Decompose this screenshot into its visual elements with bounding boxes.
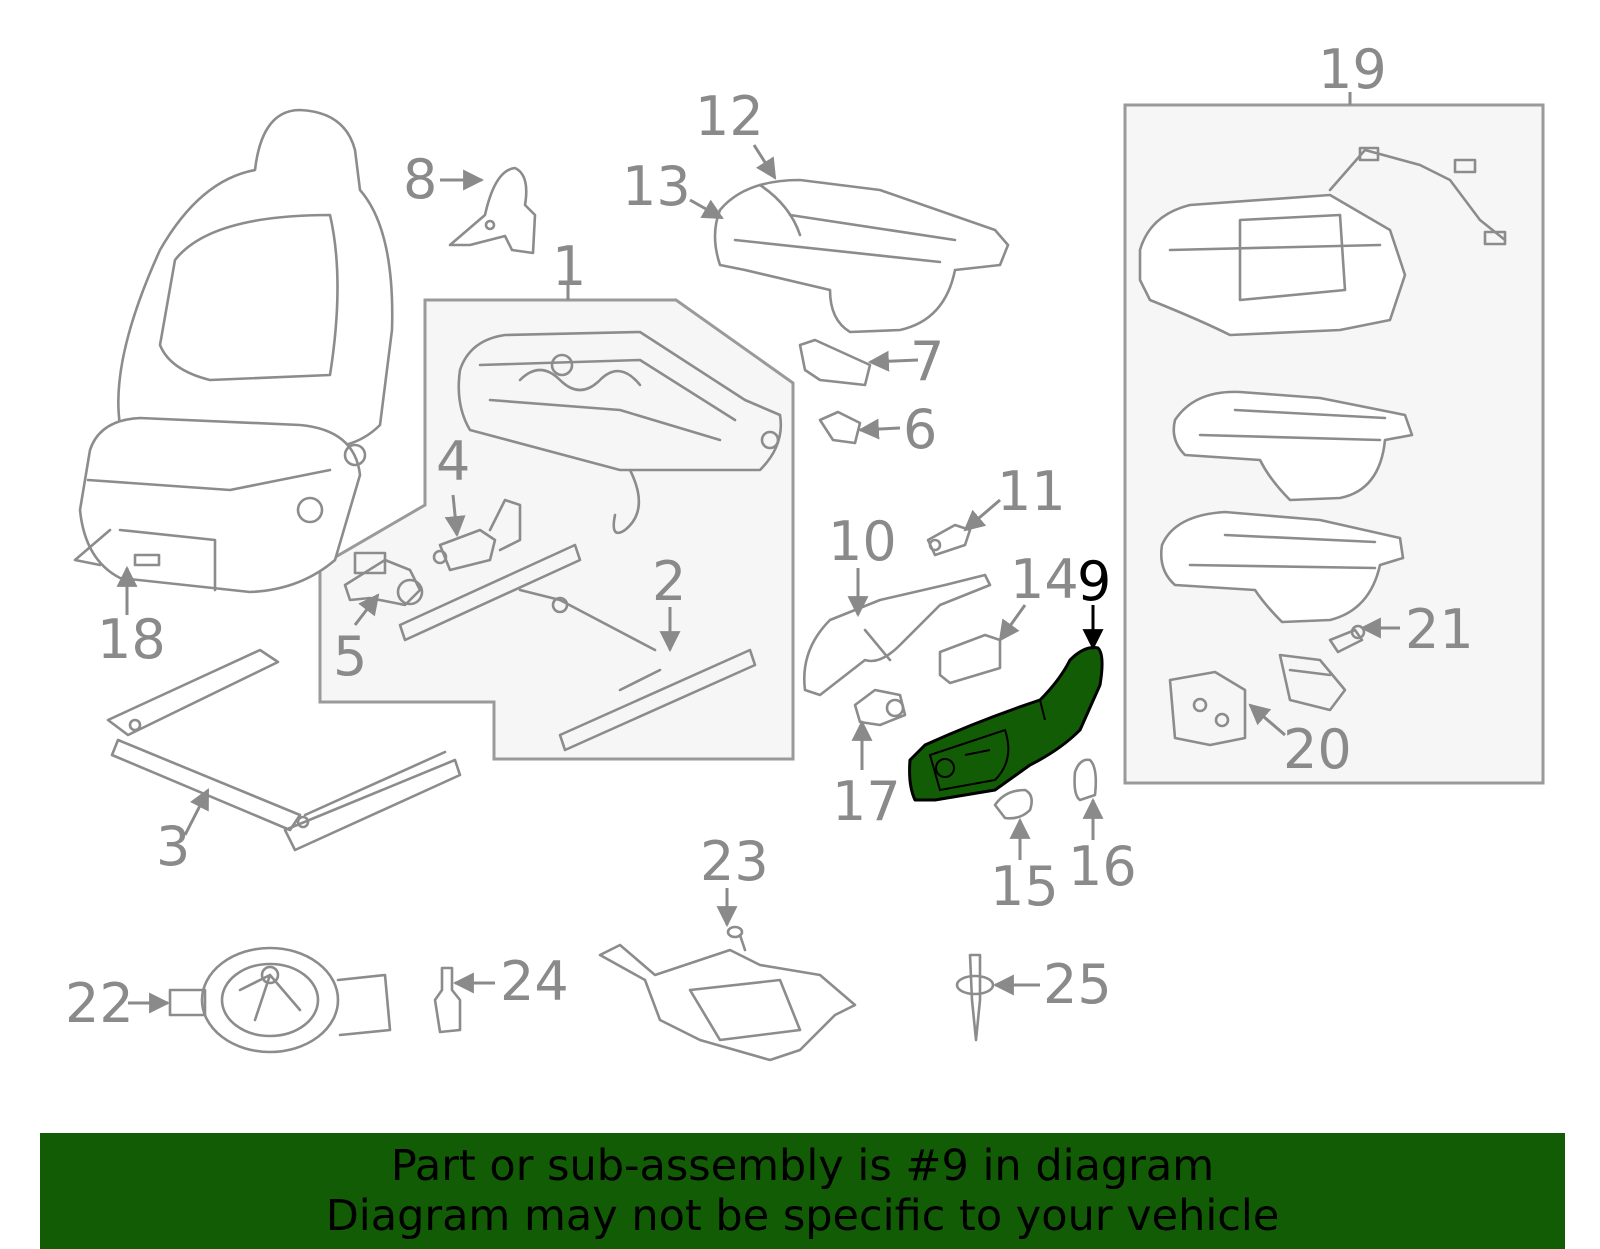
callout-16[interactable]: 16 [1068, 835, 1137, 898]
callout-21[interactable]: 21 [1405, 598, 1474, 661]
group-box-1 [318, 298, 795, 761]
callout-11[interactable]: 11 [997, 460, 1066, 523]
callout-5[interactable]: 5 [333, 625, 367, 688]
button-part-16[interactable] [1073, 758, 1098, 802]
callout-22[interactable]: 22 [65, 972, 134, 1035]
info-banner: Part or sub-assembly is #9 in diagram Di… [40, 1133, 1565, 1249]
callout-13[interactable]: 13 [622, 155, 691, 218]
callout-25[interactable]: 25 [1043, 953, 1112, 1016]
callout-14[interactable]: 14 [1010, 548, 1079, 611]
bracket-part-20[interactable] [1168, 653, 1347, 747]
rivet-part-25[interactable] [955, 953, 995, 1042]
callout-20[interactable]: 20 [1283, 718, 1352, 781]
callout-12[interactable]: 12 [695, 85, 764, 148]
callout-23[interactable]: 23 [700, 830, 769, 893]
callout-7[interactable]: 7 [910, 330, 944, 393]
seat-cushion-part-12[interactable] [713, 178, 1010, 334]
clip-part-6[interactable] [818, 410, 862, 445]
callout-1[interactable]: 1 [552, 235, 586, 298]
bracket-part-8[interactable] [448, 166, 537, 255]
callout-24[interactable]: 24 [500, 950, 569, 1013]
side-trim-part-10[interactable] [803, 573, 992, 697]
bracket-part-11[interactable] [926, 523, 972, 557]
motor-part-4[interactable] [432, 498, 522, 572]
seat-pan-part-23[interactable] [598, 925, 857, 1062]
callout-4[interactable]: 4 [436, 430, 470, 493]
rail-part-2[interactable] [398, 543, 757, 752]
callout-19[interactable]: 19 [1318, 38, 1387, 101]
seat-frame-part-1[interactable] [457, 330, 783, 535]
callout-17[interactable]: 17 [832, 770, 901, 833]
clip-part-7[interactable] [798, 338, 872, 387]
side-shield-part-9-highlighted[interactable] [908, 646, 1104, 802]
heater-kit-part-19[interactable] [1138, 146, 1507, 337]
callout-labels: 1 2 3 4 5 6 7 8 9 10 11 12 13 14 15 16 1… [65, 38, 1474, 1035]
callout-3[interactable]: 3 [156, 815, 190, 878]
banner-line-part: Part or sub-assembly is #9 in diagram [390, 1141, 1215, 1191]
cushion-lower-in-kit-19[interactable] [1160, 510, 1405, 624]
callout-18[interactable]: 18 [97, 608, 166, 671]
callout-10[interactable]: 10 [828, 510, 897, 573]
fan-part-22[interactable] [168, 946, 392, 1054]
motor-part-5[interactable] [343, 551, 424, 607]
callout-6[interactable]: 6 [903, 398, 937, 461]
callout-9[interactable]: 9 [1077, 550, 1111, 613]
callout-2[interactable]: 2 [652, 550, 686, 613]
knob-part-17[interactable] [853, 688, 907, 727]
leader-lines [116, 92, 1400, 1014]
callout-15[interactable]: 15 [990, 855, 1059, 918]
button-part-15[interactable] [993, 788, 1033, 820]
cushion-upper-in-kit-19[interactable] [1172, 390, 1414, 502]
bracket-part-14[interactable] [938, 633, 1002, 685]
seat-track-part-3[interactable] [106, 648, 462, 852]
callout-8[interactable]: 8 [403, 148, 437, 211]
banner-line-disclaimer: Diagram may not be specific to your vehi… [325, 1191, 1280, 1241]
seat-assembly-part-18[interactable] [73, 108, 394, 594]
pin-part-24[interactable] [433, 966, 462, 1034]
